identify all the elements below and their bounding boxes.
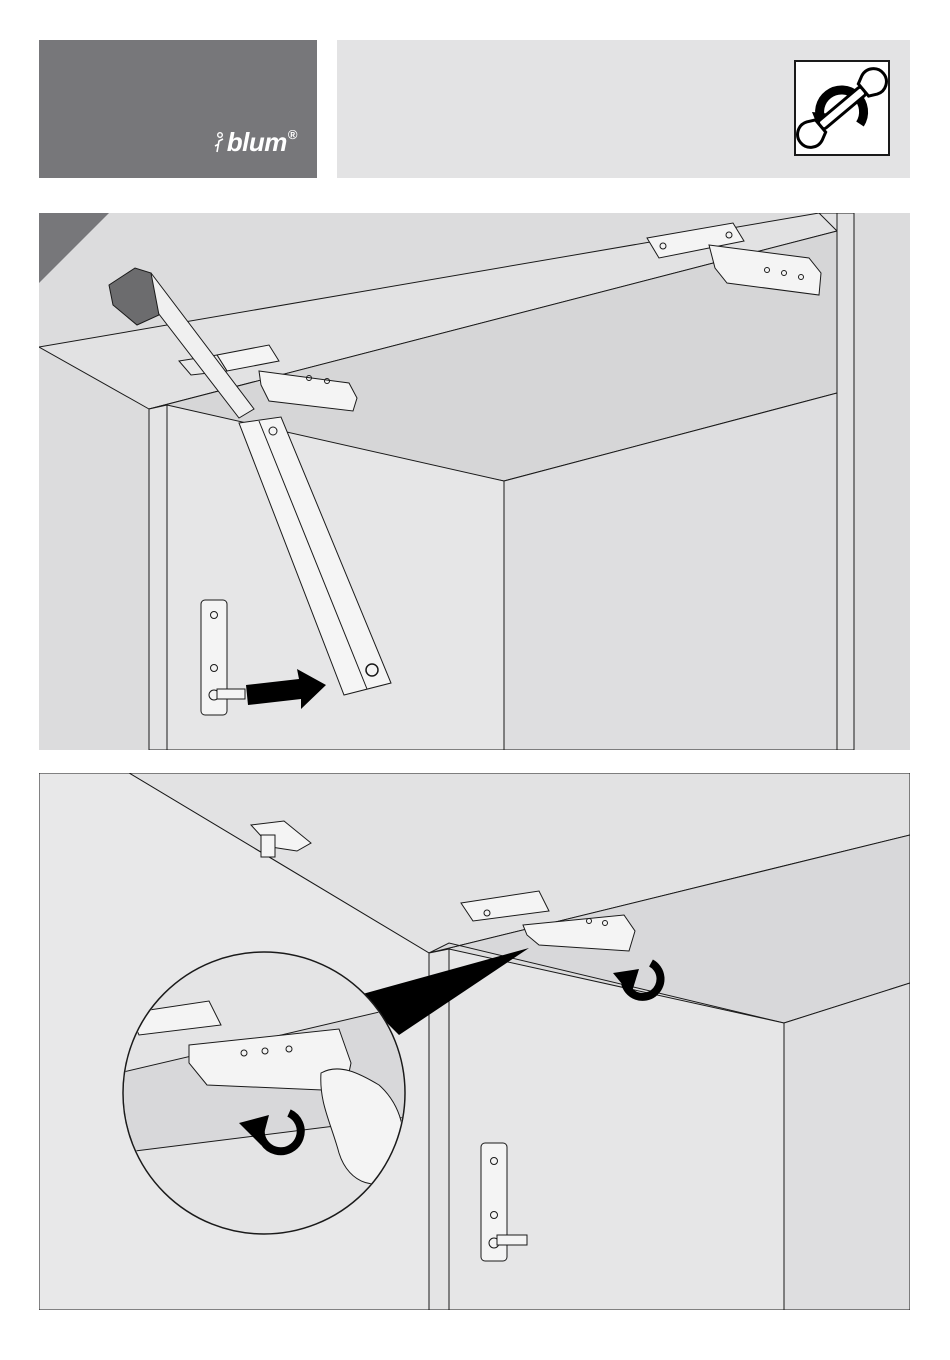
step-1-panel [39,213,910,750]
blum-logo: blum® [213,127,297,158]
logo-text: blum [227,127,287,157]
blum-figure-icon [213,131,225,153]
step-1-corner [39,213,109,283]
step-2-panel [39,773,910,1310]
brand-box: blum® [39,40,317,178]
header-box [337,40,910,178]
cabinet-illustration [39,213,910,750]
trademark-mark: ® [288,127,297,142]
cabinet-illustration [39,773,910,1310]
wrench-rotate-icon [794,60,890,156]
